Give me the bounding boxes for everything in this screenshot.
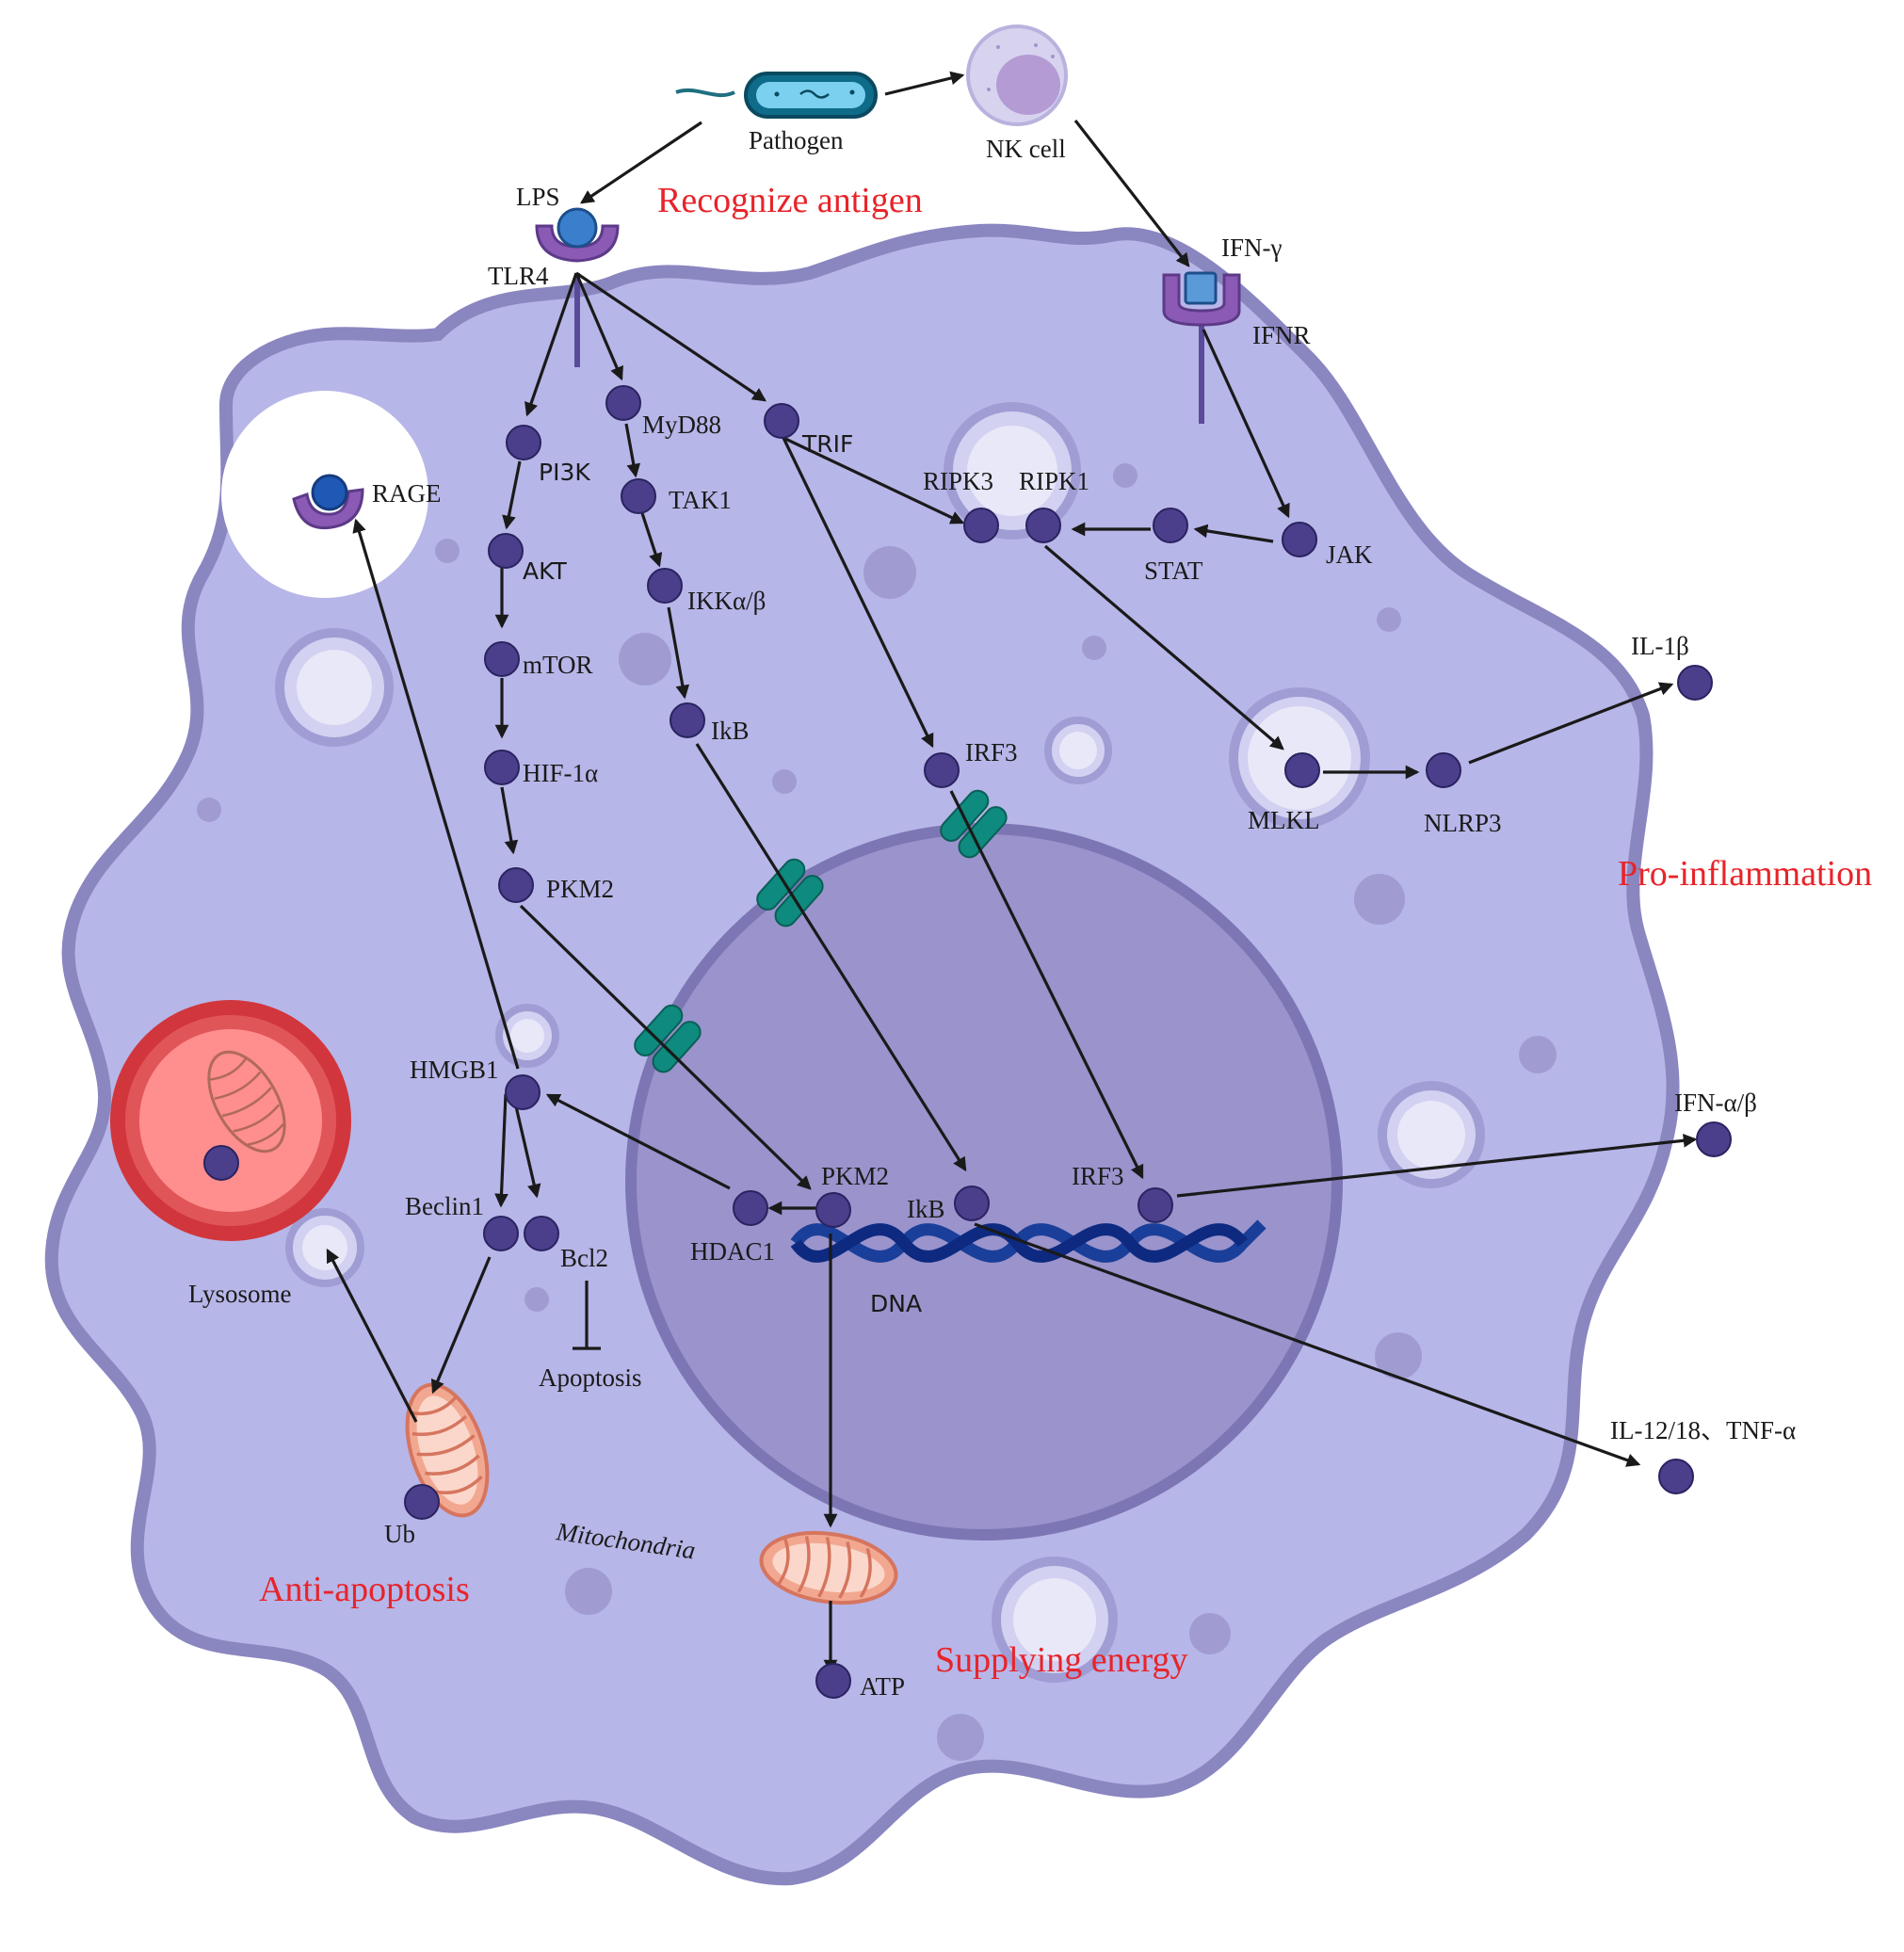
label-mtor: mTOR — [523, 651, 593, 679]
label-irf3-nuc: IRF3 — [1072, 1162, 1124, 1190]
label-ripk1: RIPK1 — [1019, 467, 1089, 495]
label-ifnr: IFNR — [1252, 321, 1311, 349]
node-irf3-nuc — [1138, 1187, 1173, 1223]
label-ikb-cyto: IkB — [711, 717, 750, 745]
node-beclin1 — [483, 1216, 519, 1251]
label-trif: TRIF — [801, 430, 853, 458]
node-pi3k — [506, 425, 541, 460]
label-mlkl: MLKL — [1248, 806, 1320, 834]
label-pi3k: PI3K — [539, 459, 590, 486]
node-atp — [815, 1663, 851, 1699]
lysosome — [110, 1000, 351, 1241]
mitochondrion-autophagy — [405, 1382, 490, 1518]
label-dna: DNA — [870, 1290, 922, 1317]
node-mlkl — [1284, 752, 1320, 788]
node-mtor — [484, 641, 520, 677]
theme-labels: Recognize antigen Pro-inflammation Anti-… — [259, 181, 1872, 1680]
node-jak — [1282, 522, 1317, 557]
mitochondrion-energy — [759, 1530, 898, 1605]
label-il12: IL-12/18、TNF-α — [1610, 1416, 1796, 1444]
label-nlrp3: NLRP3 — [1424, 809, 1502, 837]
nuclear-channels — [634, 789, 1008, 1073]
node-il12 — [1658, 1459, 1694, 1494]
pathway-arrows — [326, 71, 1698, 1674]
label-pkm2-cyto: PKM2 — [546, 875, 614, 903]
node-hmgb1 — [505, 1074, 541, 1110]
label-akt: AKT — [523, 557, 568, 585]
node-bcl2 — [524, 1216, 559, 1251]
label-hif1a: HIF-1α — [523, 759, 598, 787]
label-hdac1: HDAC1 — [690, 1237, 775, 1266]
node-pkm2-cyto — [498, 867, 534, 903]
label-irf3-cyto: IRF3 — [965, 738, 1018, 766]
node-ikk — [647, 568, 683, 604]
pathogen-icon — [675, 72, 878, 119]
label-myd88: MyD88 — [642, 411, 721, 439]
label-ifn-ab: IFN-α/β — [1674, 1089, 1757, 1117]
nk-cell-icon — [966, 24, 1068, 126]
label-ub: Ub — [384, 1520, 415, 1548]
label-apoptosis: Apoptosis — [539, 1363, 642, 1392]
label-il1b: IL-1β — [1631, 632, 1689, 660]
tlr4-receptor — [535, 207, 620, 367]
node-ripk1 — [1025, 508, 1061, 543]
node-hdac1 — [733, 1190, 768, 1226]
theme-pro-inflammation: Pro-inflammation — [1618, 854, 1872, 894]
node-irf3-cyto — [924, 752, 960, 788]
label-pkm2-nuc: PKM2 — [821, 1162, 889, 1190]
node-labels: Pathogen NK cell LPS TLR4 IFN-γ IFNR RAG… — [188, 126, 1796, 1701]
label-rage: RAGE — [372, 479, 442, 508]
label-nk-cell: NK cell — [986, 135, 1066, 163]
node-stat — [1153, 508, 1188, 543]
node-il1b — [1677, 665, 1713, 701]
node-hif1a — [484, 750, 520, 785]
node-trif — [764, 403, 799, 439]
label-tlr4: TLR4 — [488, 262, 549, 290]
label-lysosome: Lysosome — [188, 1280, 292, 1308]
granules — [197, 463, 1557, 1761]
node-ikb-cyto — [670, 702, 705, 738]
nucleus — [625, 823, 1343, 1541]
pathway-nodes — [203, 385, 1732, 1699]
theme-anti-apoptosis: Anti-apoptosis — [259, 1570, 470, 1609]
label-atp: ATP — [860, 1672, 905, 1701]
node-lysosome-cargo — [203, 1145, 239, 1181]
node-nlrp3 — [1426, 752, 1461, 788]
theme-recognize-antigen: Recognize antigen — [657, 181, 923, 220]
label-lps: LPS — [516, 183, 560, 211]
node-pkm2-nuc — [815, 1192, 851, 1228]
label-hmgb1: HMGB1 — [410, 1056, 499, 1084]
label-ripk3: RIPK3 — [923, 467, 993, 495]
node-ifn-ab — [1696, 1121, 1732, 1157]
node-tak1 — [621, 478, 656, 514]
dna-helix — [790, 1219, 1267, 1263]
rage-receptor — [292, 474, 364, 530]
label-jak: JAK — [1326, 540, 1373, 569]
label-ikk: IKKα/β — [687, 587, 766, 615]
node-ikb-nuc — [954, 1186, 990, 1221]
node-ub — [404, 1484, 440, 1520]
label-tak1: TAK1 — [669, 486, 732, 514]
label-stat: STAT — [1144, 557, 1203, 585]
label-beclin1: Beclin1 — [405, 1192, 484, 1220]
node-akt — [488, 533, 524, 569]
theme-supplying-energy: Supplying energy — [935, 1640, 1187, 1680]
label-ikb-nuc: IkB — [907, 1195, 945, 1223]
ifnr-receptor — [1162, 271, 1241, 424]
label-bcl2: Bcl2 — [560, 1244, 608, 1272]
node-ripk3 — [963, 508, 999, 543]
label-ifn-gamma: IFN-γ — [1221, 234, 1282, 262]
label-pathogen: Pathogen — [749, 126, 844, 154]
node-myd88 — [605, 385, 641, 421]
